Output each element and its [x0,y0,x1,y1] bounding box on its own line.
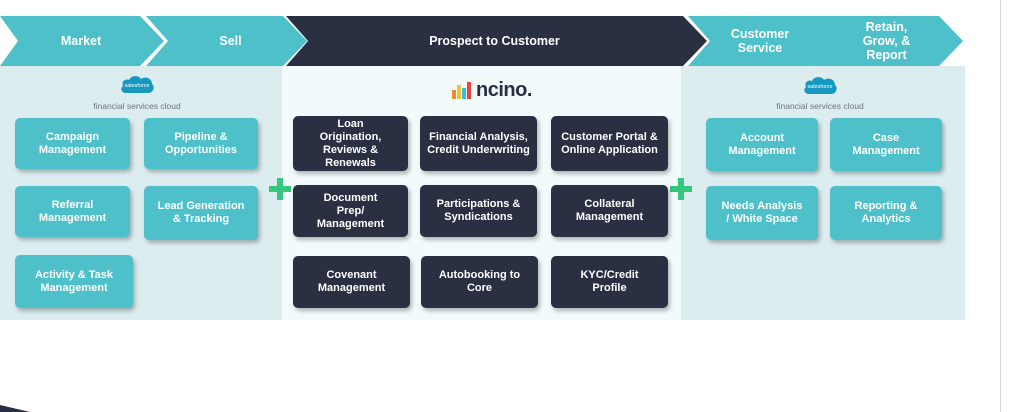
salesforce-logo-text: salesforce [124,83,149,89]
stage-label: Retain, Grow, & Report [862,20,911,62]
ncino-bars-icon [452,81,472,99]
tile-referral-management: Referral Management [15,186,130,237]
chevron-shape [146,16,307,66]
tile-collateral-management: Collateral Management [551,185,668,237]
tile-document-prep: Document Prep/ Management [293,185,408,237]
chevron-shape [286,16,707,66]
tile-reporting-analytics: Reporting & Analytics [830,186,942,240]
tile-customer-portal: Customer Portal & Online Application [551,116,668,171]
stage-label: Sell [219,34,242,48]
left-subtitle: financial services cloud [93,101,181,111]
stage-customer-service: Customer Service [688,16,832,66]
tile-campaign-management: Campaign Management [15,118,130,169]
page-edge-rule [1000,0,1001,412]
tile-activity-task-management: Activity & Task Management [15,255,133,308]
plus-icon [269,178,291,200]
salesforce-logo: salesforce [802,73,838,97]
tile-financial-analysis: Financial Analysis, Credit Underwriting [420,116,537,171]
right-subtitle: financial services cloud [776,101,864,111]
stage-prospect-to-customer: Prospect to Customer [286,16,707,66]
stage-label: Market [60,34,102,48]
tile-covenant-management: Covenant Management [293,256,410,308]
salesforce-logo-text: salesforce [807,84,832,90]
tile-needs-analysis: Needs Analysis / White Space [706,186,818,240]
tile-loan-origination: Loan Origination, Reviews & Renewals [293,116,408,171]
tile-lead-generation-tracking: Lead Generation & Tracking [144,186,258,240]
salesforce-logo: salesforce [119,72,155,96]
plus-icon [670,178,692,200]
tile-account-management: Account Management [706,118,818,171]
ncino-logo: ncino. [452,78,532,102]
tile-participations-syndications: Participations & Syndications [420,185,537,237]
stage-market: Market [0,16,164,66]
chevron-shape [688,16,832,66]
chevron-shape [0,16,164,66]
chevron-shape [808,16,963,66]
stage-label: Customer Service [730,27,790,55]
ncino-logo-text: ncino. [476,78,532,101]
tile-pipeline-opportunities: Pipeline & Opportunities [144,118,258,169]
stage-retain-grow-report: Retain, Grow, & Report [808,16,963,66]
tile-kyc-credit-profile: KYC/Credit Profile [551,256,668,308]
stage-label: Prospect to Customer [429,34,560,48]
tile-autobooking-to-core: Autobooking to Core [421,256,538,308]
stage-sell: Sell [146,16,307,66]
tile-case-management: Case Management [830,118,942,171]
slide-corner-mark [0,405,30,412]
